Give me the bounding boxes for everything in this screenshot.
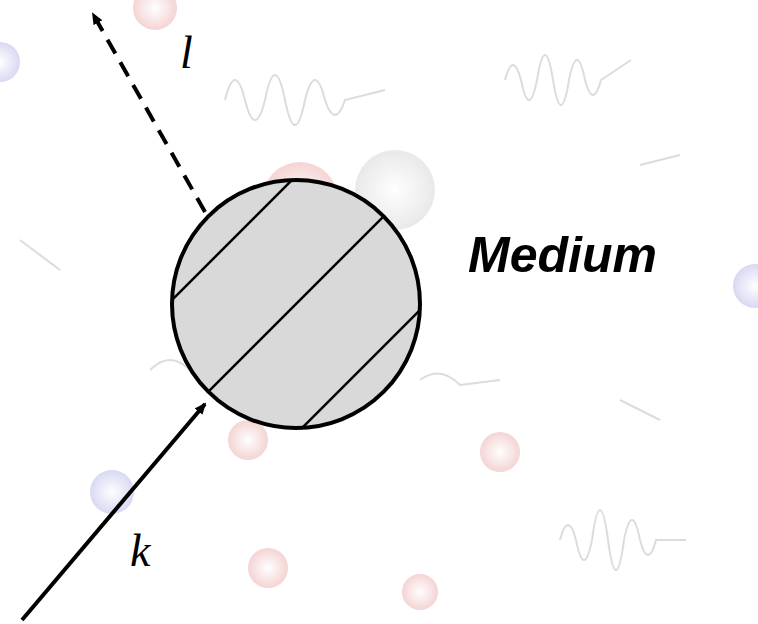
momentum-label: l: [180, 30, 193, 76]
momentum-label: k: [130, 528, 150, 574]
medium-label: Medium: [468, 230, 657, 280]
outgoing-dashed-line: [93, 14, 205, 212]
blob-outline: [170, 178, 422, 430]
incoming-line: [22, 404, 205, 620]
medium-blob: Medium: [170, 178, 422, 430]
